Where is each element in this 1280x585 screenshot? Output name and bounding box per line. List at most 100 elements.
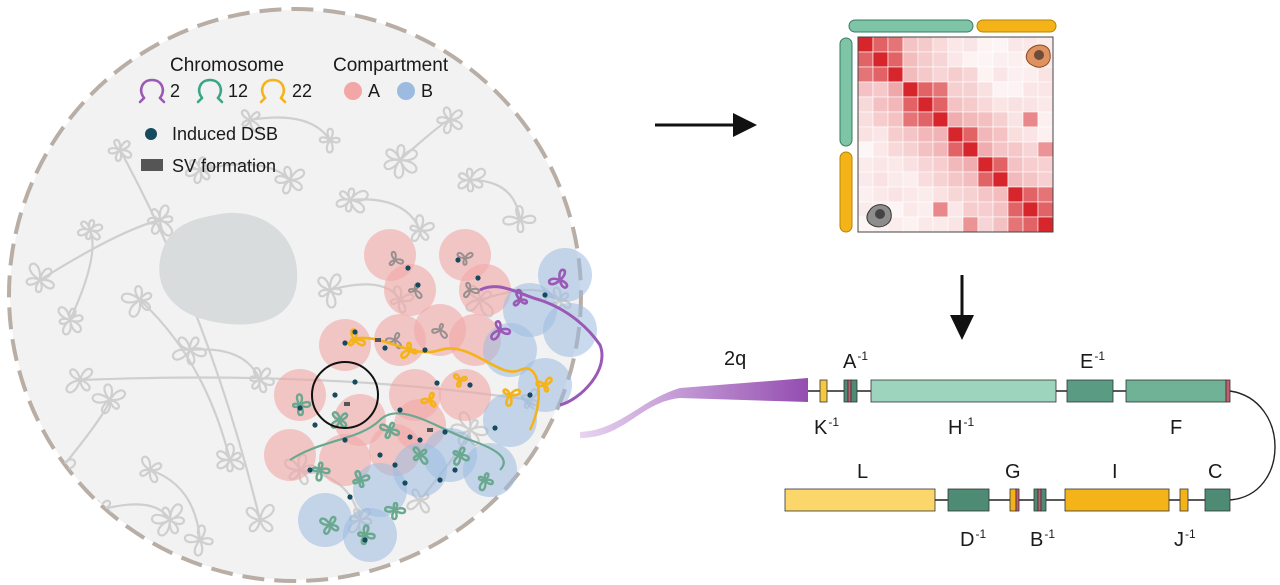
compartment-b-circle (543, 303, 597, 357)
heatmap-cell (857, 156, 874, 173)
compartment-a-swatch (344, 82, 362, 100)
dsb-dot (347, 494, 353, 500)
heatmap-cell (1007, 36, 1024, 53)
heatmap-cell (977, 111, 994, 128)
heatmap-cell (872, 66, 889, 83)
chr12-loop (291, 393, 312, 417)
segment-K (819, 379, 828, 403)
background-chromatin-loop (139, 455, 163, 484)
arrow-right (655, 113, 757, 137)
heatmap-cell (932, 66, 949, 83)
heatmap-cell (872, 126, 889, 143)
heatmap-cell (977, 201, 994, 218)
background-chromatin-fiber (149, 468, 202, 541)
segment-B (1040, 488, 1047, 512)
segment-C (1204, 488, 1231, 512)
dsb-dot (352, 379, 358, 385)
background-chromatin-loop (25, 262, 55, 294)
heatmap-cell (1007, 66, 1024, 83)
heatmap-cell (1007, 156, 1024, 173)
heatmap-cell (932, 111, 949, 128)
heatmap-cell (1037, 171, 1054, 188)
background-chromatin-loop (91, 383, 127, 415)
chromosome-22-icon (259, 78, 287, 104)
heatmap-cell (1022, 201, 1039, 218)
label-B-inv: B-1 (1030, 527, 1056, 551)
dsb-dot (452, 467, 458, 473)
heatmap-cell (977, 66, 994, 83)
heatmap-cell (887, 141, 904, 158)
heatmap-cell (917, 201, 934, 218)
rearranged-chromosome-diagram (580, 378, 1276, 512)
heatmap-cell (947, 216, 964, 233)
heatmap-cell (947, 141, 964, 158)
background-chromatin-loop (502, 205, 537, 234)
chromosome-territories (289, 250, 604, 546)
compartment-b-swatch (397, 82, 415, 100)
heatmap-cell (932, 156, 949, 173)
heatmap-cell (887, 36, 904, 53)
background-chromatin-fiber (189, 348, 262, 381)
background-chromatin-loop (107, 139, 133, 162)
heatmap-cell (962, 171, 979, 188)
heatmap-cell (1022, 216, 1039, 233)
dsb-dot (442, 429, 448, 435)
heatmap-cell (947, 126, 964, 143)
dsb-dot (342, 437, 348, 443)
heatmap-cell (932, 96, 949, 113)
heatmap-cell (917, 156, 934, 173)
compartment-b-circle (483, 393, 537, 447)
heatmap-cell (992, 96, 1009, 113)
heatmap-cell (917, 171, 934, 188)
heatmap-cell (917, 216, 934, 233)
cell-icon-grey (866, 204, 892, 228)
heatmap-cell (977, 96, 994, 113)
heatmap-cell (872, 186, 889, 203)
dsb-dot (527, 392, 533, 398)
heatmap-cell (872, 81, 889, 98)
heatmap-cell (962, 216, 979, 233)
compartment-a-circle (459, 264, 511, 316)
heatmap-cell (1007, 141, 1024, 158)
heatmap-cell (947, 51, 964, 68)
heatmap-cell (1007, 186, 1024, 203)
heatmap-cell (947, 186, 964, 203)
heatmap-cell (857, 51, 874, 68)
dsb-dot (352, 329, 358, 335)
highlight-circle (311, 361, 379, 429)
label-K-inv: K-1 (814, 415, 840, 439)
heatmap-cell (932, 81, 949, 98)
heatmap-cell (872, 171, 889, 188)
heatmap-cell (962, 201, 979, 218)
segment-G (1015, 488, 1020, 512)
heatmap-cell (962, 66, 979, 83)
heatmap-cell (1007, 171, 1024, 188)
chromatin-loop-a (456, 251, 474, 266)
legend-icons (138, 78, 415, 171)
heatmap-cell (857, 66, 874, 83)
heatmap-cell (902, 126, 919, 143)
dsb-dot (342, 340, 348, 346)
chr12-loop (452, 446, 470, 466)
background-chromatin-loop (409, 214, 435, 242)
segment-D (947, 488, 990, 512)
dsb-dot (332, 392, 338, 398)
heatmap-cell (902, 81, 919, 98)
compartment-legend-title: Compartment (333, 55, 449, 76)
heatmap-cell (962, 186, 979, 203)
heatmap-cell (977, 141, 994, 158)
heatmap-cell (1007, 81, 1024, 98)
heatmap-cell (917, 141, 934, 158)
sv-mark (427, 428, 433, 432)
label-F: F (1170, 417, 1183, 439)
chromatin-loop-a (431, 323, 448, 339)
heatmap-cell (932, 201, 949, 218)
heatmap-cell (902, 141, 919, 158)
dsb-dot (455, 257, 461, 263)
compartment-b-circle (343, 508, 397, 562)
dsb-dot (405, 265, 411, 271)
chr12-loop (412, 446, 429, 465)
heatmap-cell (1037, 201, 1054, 218)
heatmap-cell (962, 111, 979, 128)
